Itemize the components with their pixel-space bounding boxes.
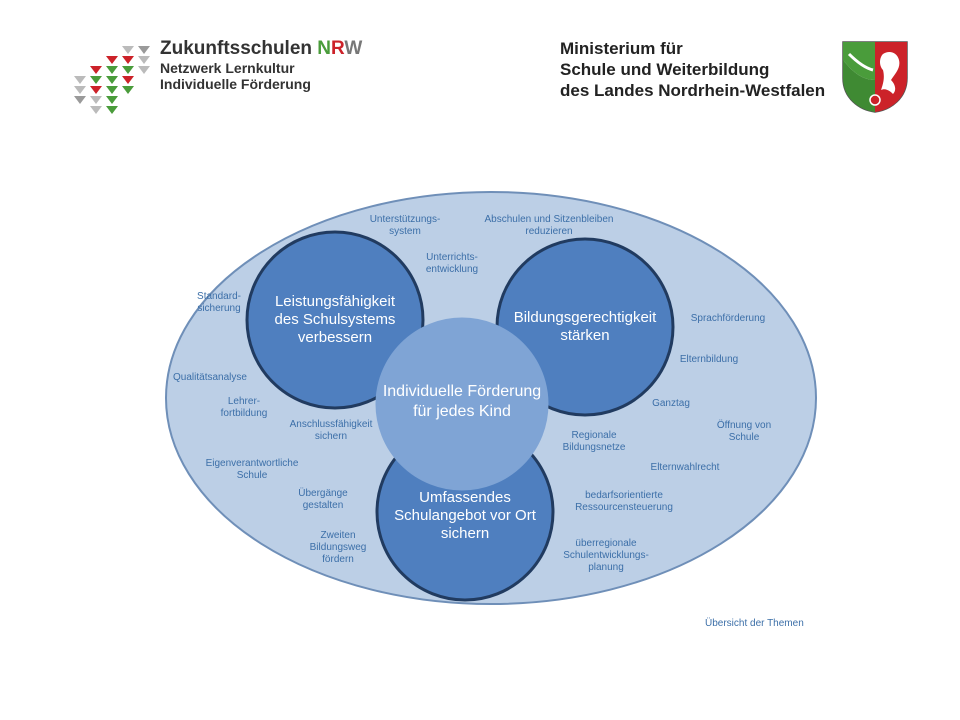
topic-label: Sprachförderung [690,313,766,324]
brand-title: Zukunftsschulen NRW [160,38,363,59]
brand-subtitle-1: Netzwerk Lernkultur [160,60,295,76]
circle-top-left-label: Leistungsfähigkeit des Schulsystems verb… [274,293,396,346]
circle-top-left [245,230,425,410]
brand-subtitle-2: Individuelle Förderung [160,76,311,92]
topic-label: Unterrichts-entwicklung [425,252,479,275]
circle-center [375,317,549,491]
topic-label: Qualitätsanalyse [173,372,247,383]
brand-logo: Zukunftsschulen NRW Netzwerk Lernkultur … [62,38,392,128]
triangle-pattern-icon [74,46,150,114]
topic-label: Elternwahlrecht [650,462,720,473]
topic-label: Elternbildung [679,354,739,365]
circle-center-label: Individuelle Förderung für jedes Kind [382,383,542,420]
topic-label: Lehrer-fortbildung [220,396,268,419]
topic-label: Standard-sicherung [197,291,241,314]
nrw-coat-of-arms-icon [842,41,908,113]
diagram-caption: Übersicht der Themen [705,618,804,629]
circle-top-right-label: Bildungsgerechtigkeit stärken [513,309,657,344]
ministry-name: Ministerium für Schule und Weiterbildung… [560,39,826,100]
circle-bottom-label: Umfassendes Schulangebot vor Ort sichern [394,489,536,542]
topic-label: Unterstützungs-system [369,214,441,237]
topic-label: Ganztag [652,398,690,409]
